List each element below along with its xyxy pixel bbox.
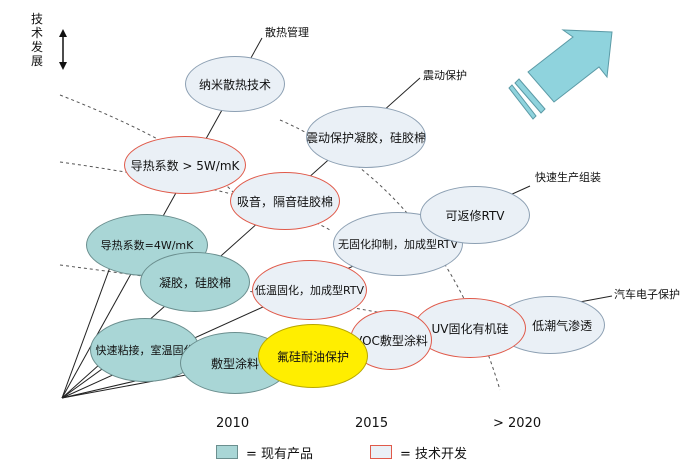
legend-swatch-existing (216, 445, 238, 459)
axis-arrow-down-icon (59, 62, 67, 70)
year-2015: 2015 (355, 416, 389, 431)
bubble-gel: 凝胶，硅胶棉 (140, 252, 250, 312)
domain-label-electronics: 汽车电子保护 (614, 288, 680, 301)
axis-arrow-up-icon (59, 29, 67, 37)
legend-swatch-development (370, 445, 392, 459)
progress-arrow-icon (508, 29, 613, 120)
bubble-reworkable-rtv: 可返修RTV (420, 186, 530, 244)
domain-label-heat: 散热管理 (265, 26, 309, 39)
bubble-vibration-gel: 震动保护凝胶，硅胶棉 (306, 106, 426, 168)
bubble-nano-heat: 纳米散热技术 (185, 56, 285, 112)
bubble-low-temp-rtv: 低温固化，加成型RTV (252, 260, 367, 320)
domain-label-vibration: 震动保护 (423, 69, 467, 82)
bubble-thermal-5: 导热系数 > 5W/mK (124, 136, 246, 194)
year-2010: 2010 (216, 416, 250, 431)
dashed-arc-2 (59, 161, 331, 231)
domain-label-assembly: 快速生产组装 (535, 171, 601, 184)
axis-label-tech-development: 技术发展 (30, 12, 43, 68)
bubble-fluorosilicone: 氟硅耐油保护 (258, 324, 368, 388)
legend-label-development: = 技术开发 (400, 447, 468, 462)
legend-label-existing: = 现有产品 (246, 447, 314, 462)
bubble-uv-silicone: UV固化有机硅 (414, 298, 526, 358)
year-2020: > 2020 (493, 416, 542, 431)
bubble-sound-insulation: 吸音，隔音硅胶棉 (230, 172, 340, 230)
